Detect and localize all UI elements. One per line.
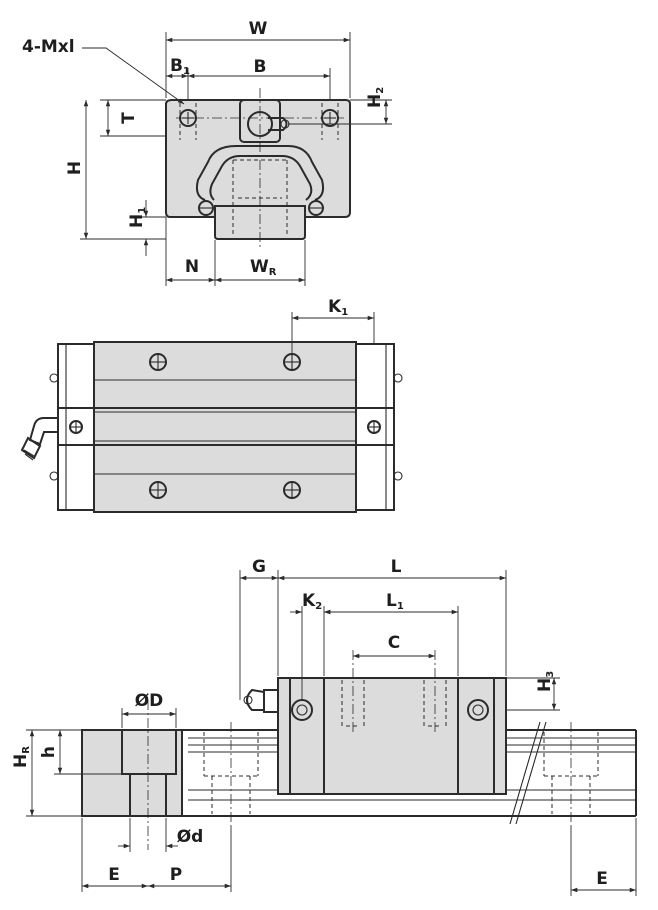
dim-D: ØD	[135, 691, 164, 711]
front-view: W B B1 4-Mxl T H H1 H2 N	[22, 19, 392, 286]
dim-H2: H2	[365, 87, 386, 108]
dim-HR: HR	[11, 746, 32, 768]
grease-nipple-angled	[20, 417, 58, 461]
screw-lower-right	[308, 200, 324, 216]
dim-P: P	[170, 865, 182, 885]
block-top-body	[93, 341, 357, 513]
grease-nipple-front	[268, 117, 288, 131]
dim-WR: WR	[250, 257, 277, 278]
dim-E-right: E	[596, 869, 608, 889]
top-view: K1	[20, 297, 403, 513]
side-plug-right	[467, 699, 489, 721]
grease-nipple-side	[243, 688, 279, 713]
dim-L1: L1	[386, 591, 404, 612]
dim-G: G	[252, 557, 266, 577]
dim-C: C	[388, 633, 400, 653]
dim-N: N	[185, 257, 199, 277]
dim-H3: H3	[535, 671, 556, 692]
block-outline	[165, 99, 351, 218]
dim-h: h	[39, 746, 59, 758]
dim-T: T	[119, 112, 139, 124]
block-inner-contour	[195, 145, 325, 201]
dim-W: W	[249, 19, 268, 39]
dim-d: Ød	[177, 827, 204, 847]
block-side-body	[277, 677, 507, 795]
dim-H1: H1	[127, 207, 148, 228]
dim-K2: K2	[302, 591, 322, 612]
dim-E-left: E	[108, 865, 120, 885]
dim-B1: B1	[170, 56, 190, 77]
side-view: G L K2 L1 C H3 ØD h	[11, 557, 637, 896]
dim-K1: K1	[328, 297, 348, 318]
label-4-mxl: 4-Mxl	[22, 37, 75, 57]
dim-H: H	[65, 161, 85, 175]
dim-B: B	[254, 57, 267, 77]
screw-lower-left	[198, 200, 214, 216]
dim-L: L	[391, 557, 402, 577]
